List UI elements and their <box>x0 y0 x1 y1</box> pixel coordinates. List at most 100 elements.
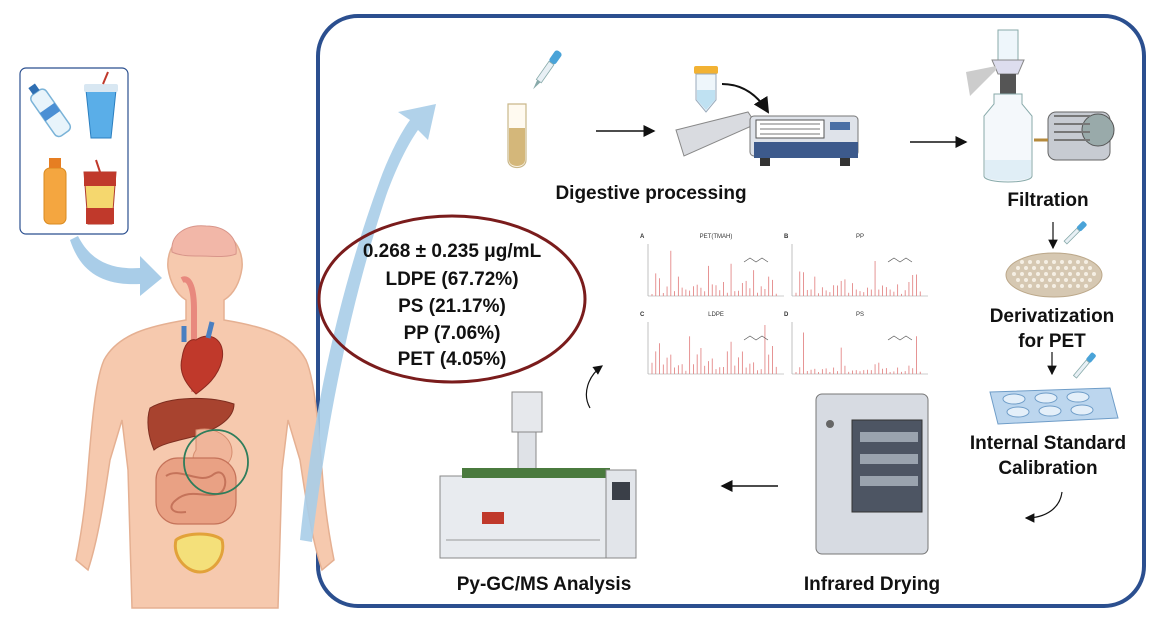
filter-pore <box>1040 278 1044 282</box>
result-item: PET (4.05%) <box>398 349 507 370</box>
label-calibration-2: Calibration <box>998 458 1097 479</box>
gut-highlight-circle <box>183 429 249 495</box>
filter-pore <box>1036 260 1040 264</box>
filter-pore <box>1020 260 1024 264</box>
label-digestive: Digestive processing <box>555 183 746 204</box>
arrow-calibration-to-drying <box>1024 491 1063 523</box>
juice-bottle-icon <box>43 158 67 225</box>
well-plate-icon <box>989 387 1119 425</box>
result-concentration: 0.268 ± 0.235 μg/mL <box>363 241 542 262</box>
label-calibration-1: Internal Standard <box>970 433 1126 454</box>
arrow-tube-to-heater <box>721 83 770 114</box>
filter-pore <box>1020 284 1024 288</box>
result-item: PS (21.17%) <box>398 296 506 317</box>
vacuum-pump-icon <box>1034 111 1115 161</box>
dropper-icon-3 <box>1072 352 1096 379</box>
chromatogram-title: LDPE <box>708 312 724 318</box>
molecule-structure-icon <box>743 335 769 341</box>
filter-pore <box>1048 266 1052 270</box>
filter-pore <box>1076 272 1080 276</box>
filter-pore <box>1044 272 1048 276</box>
chromatogram-title: PP <box>856 234 864 240</box>
filter-pore <box>1040 266 1044 270</box>
molecule-structure-icon <box>887 335 913 341</box>
filter-pore <box>1092 272 1096 276</box>
filter-membrane-pores <box>1012 260 1096 288</box>
chromatogram-letter: D <box>784 312 789 318</box>
filter-pore <box>1072 278 1076 282</box>
filter-pore <box>1012 272 1016 276</box>
dropper-icon <box>533 50 562 90</box>
label-derivatization-1: Derivatization <box>990 306 1115 327</box>
filter-pore <box>1080 278 1084 282</box>
label-analysis: Py-GC/MS Analysis <box>457 574 632 595</box>
filter-pore <box>1060 284 1064 288</box>
intestines-icon <box>155 457 237 525</box>
brain-icon <box>171 225 237 257</box>
filter-pore <box>1044 284 1048 288</box>
filter-pore <box>1048 278 1052 282</box>
filter-pore <box>1052 272 1056 276</box>
soda-cup-icon <box>83 159 117 225</box>
results-ellipse <box>317 214 587 384</box>
filter-pore <box>1068 284 1072 288</box>
filter-pore <box>1036 272 1040 276</box>
filter-pore <box>1016 278 1020 282</box>
molecule-structure-icon <box>887 257 913 263</box>
filter-pore <box>1032 278 1036 282</box>
result-item: PP (7.06%) <box>404 323 501 344</box>
filter-pore <box>1088 266 1092 270</box>
filter-pore <box>1060 272 1064 276</box>
filter-pore <box>1076 284 1080 288</box>
process-frame <box>316 14 1146 608</box>
filter-pore <box>1060 260 1064 264</box>
filter-pore <box>1052 284 1056 288</box>
filter-pore <box>1068 272 1072 276</box>
filter-pore <box>1088 278 1092 282</box>
infrared-dryer-icon <box>815 393 929 555</box>
filter-pore <box>1084 260 1088 264</box>
filter-pore <box>1056 266 1060 270</box>
human-body <box>75 225 335 609</box>
filter-pore <box>1024 266 1028 270</box>
filter-pore <box>1068 260 1072 264</box>
arrow-gcms-to-chromatograms <box>585 365 603 409</box>
filter-pore <box>1056 278 1060 282</box>
filtration-apparatus-icon <box>966 29 1033 183</box>
filter-pore <box>1080 266 1084 270</box>
filter-pore <box>1028 260 1032 264</box>
filter-pore <box>1036 284 1040 288</box>
chromatogram-letter: A <box>640 234 645 240</box>
filter-pore <box>1028 284 1032 288</box>
filter-pore <box>1072 266 1076 270</box>
dropper-icon-2 <box>1063 221 1087 245</box>
filter-pore <box>1084 272 1088 276</box>
filter-pore <box>1028 272 1032 276</box>
filter-pore <box>1032 266 1036 270</box>
heart-icon <box>180 335 224 395</box>
result-item: LDPE (67.72%) <box>385 269 518 290</box>
water-bottle-icon <box>28 83 72 138</box>
label-derivatization-2: for PET <box>1018 331 1086 352</box>
chromatogram-letter: B <box>784 234 789 240</box>
plastic-products-panel <box>19 67 129 235</box>
cup-icon <box>84 71 118 139</box>
label-filtration: Filtration <box>1007 190 1088 211</box>
digester-icon <box>675 111 859 166</box>
chromatogram-letter: C <box>640 312 645 318</box>
label-drying: Infrared Drying <box>804 574 940 595</box>
filter-pore <box>1084 284 1088 288</box>
ingestion-arrow <box>70 236 162 296</box>
test-tube-icon <box>507 103 527 169</box>
filter-pore <box>1052 260 1056 264</box>
sampling-arrow <box>300 104 436 542</box>
filter-pore <box>1044 260 1048 264</box>
filter-pore <box>1024 278 1028 282</box>
filter-pore <box>1016 266 1020 270</box>
bladder-icon <box>173 532 225 574</box>
filter-pore <box>1020 272 1024 276</box>
gcms-instrument-icon <box>439 391 637 559</box>
